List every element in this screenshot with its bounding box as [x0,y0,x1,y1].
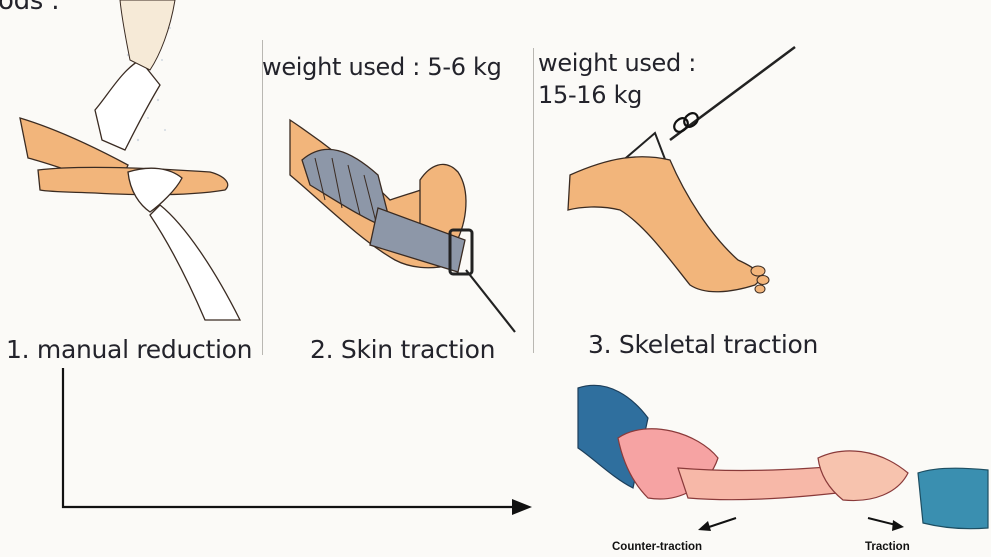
counter-traction-label: Counter-traction [612,541,702,553]
connector-arrow [0,365,540,525]
skin-traction-weight: weight used : 5-6 kg [262,52,502,82]
traction-label: Traction [865,541,910,553]
skeletal-traction-weight-line2: 15-16 kg [538,80,642,110]
caption-skin-traction: 2. Skin traction [310,335,495,364]
skeletal-traction-weight-line1: weight used : [538,48,696,78]
manual-reduction-illustration [0,0,260,320]
traction-hands-illustration [578,378,988,533]
caption-manual-reduction: 1. manual reduction [6,335,252,364]
divider-2 [533,48,534,353]
divider-1 [262,40,263,355]
caption-skeletal-traction: 3. Skeletal traction [588,330,818,359]
